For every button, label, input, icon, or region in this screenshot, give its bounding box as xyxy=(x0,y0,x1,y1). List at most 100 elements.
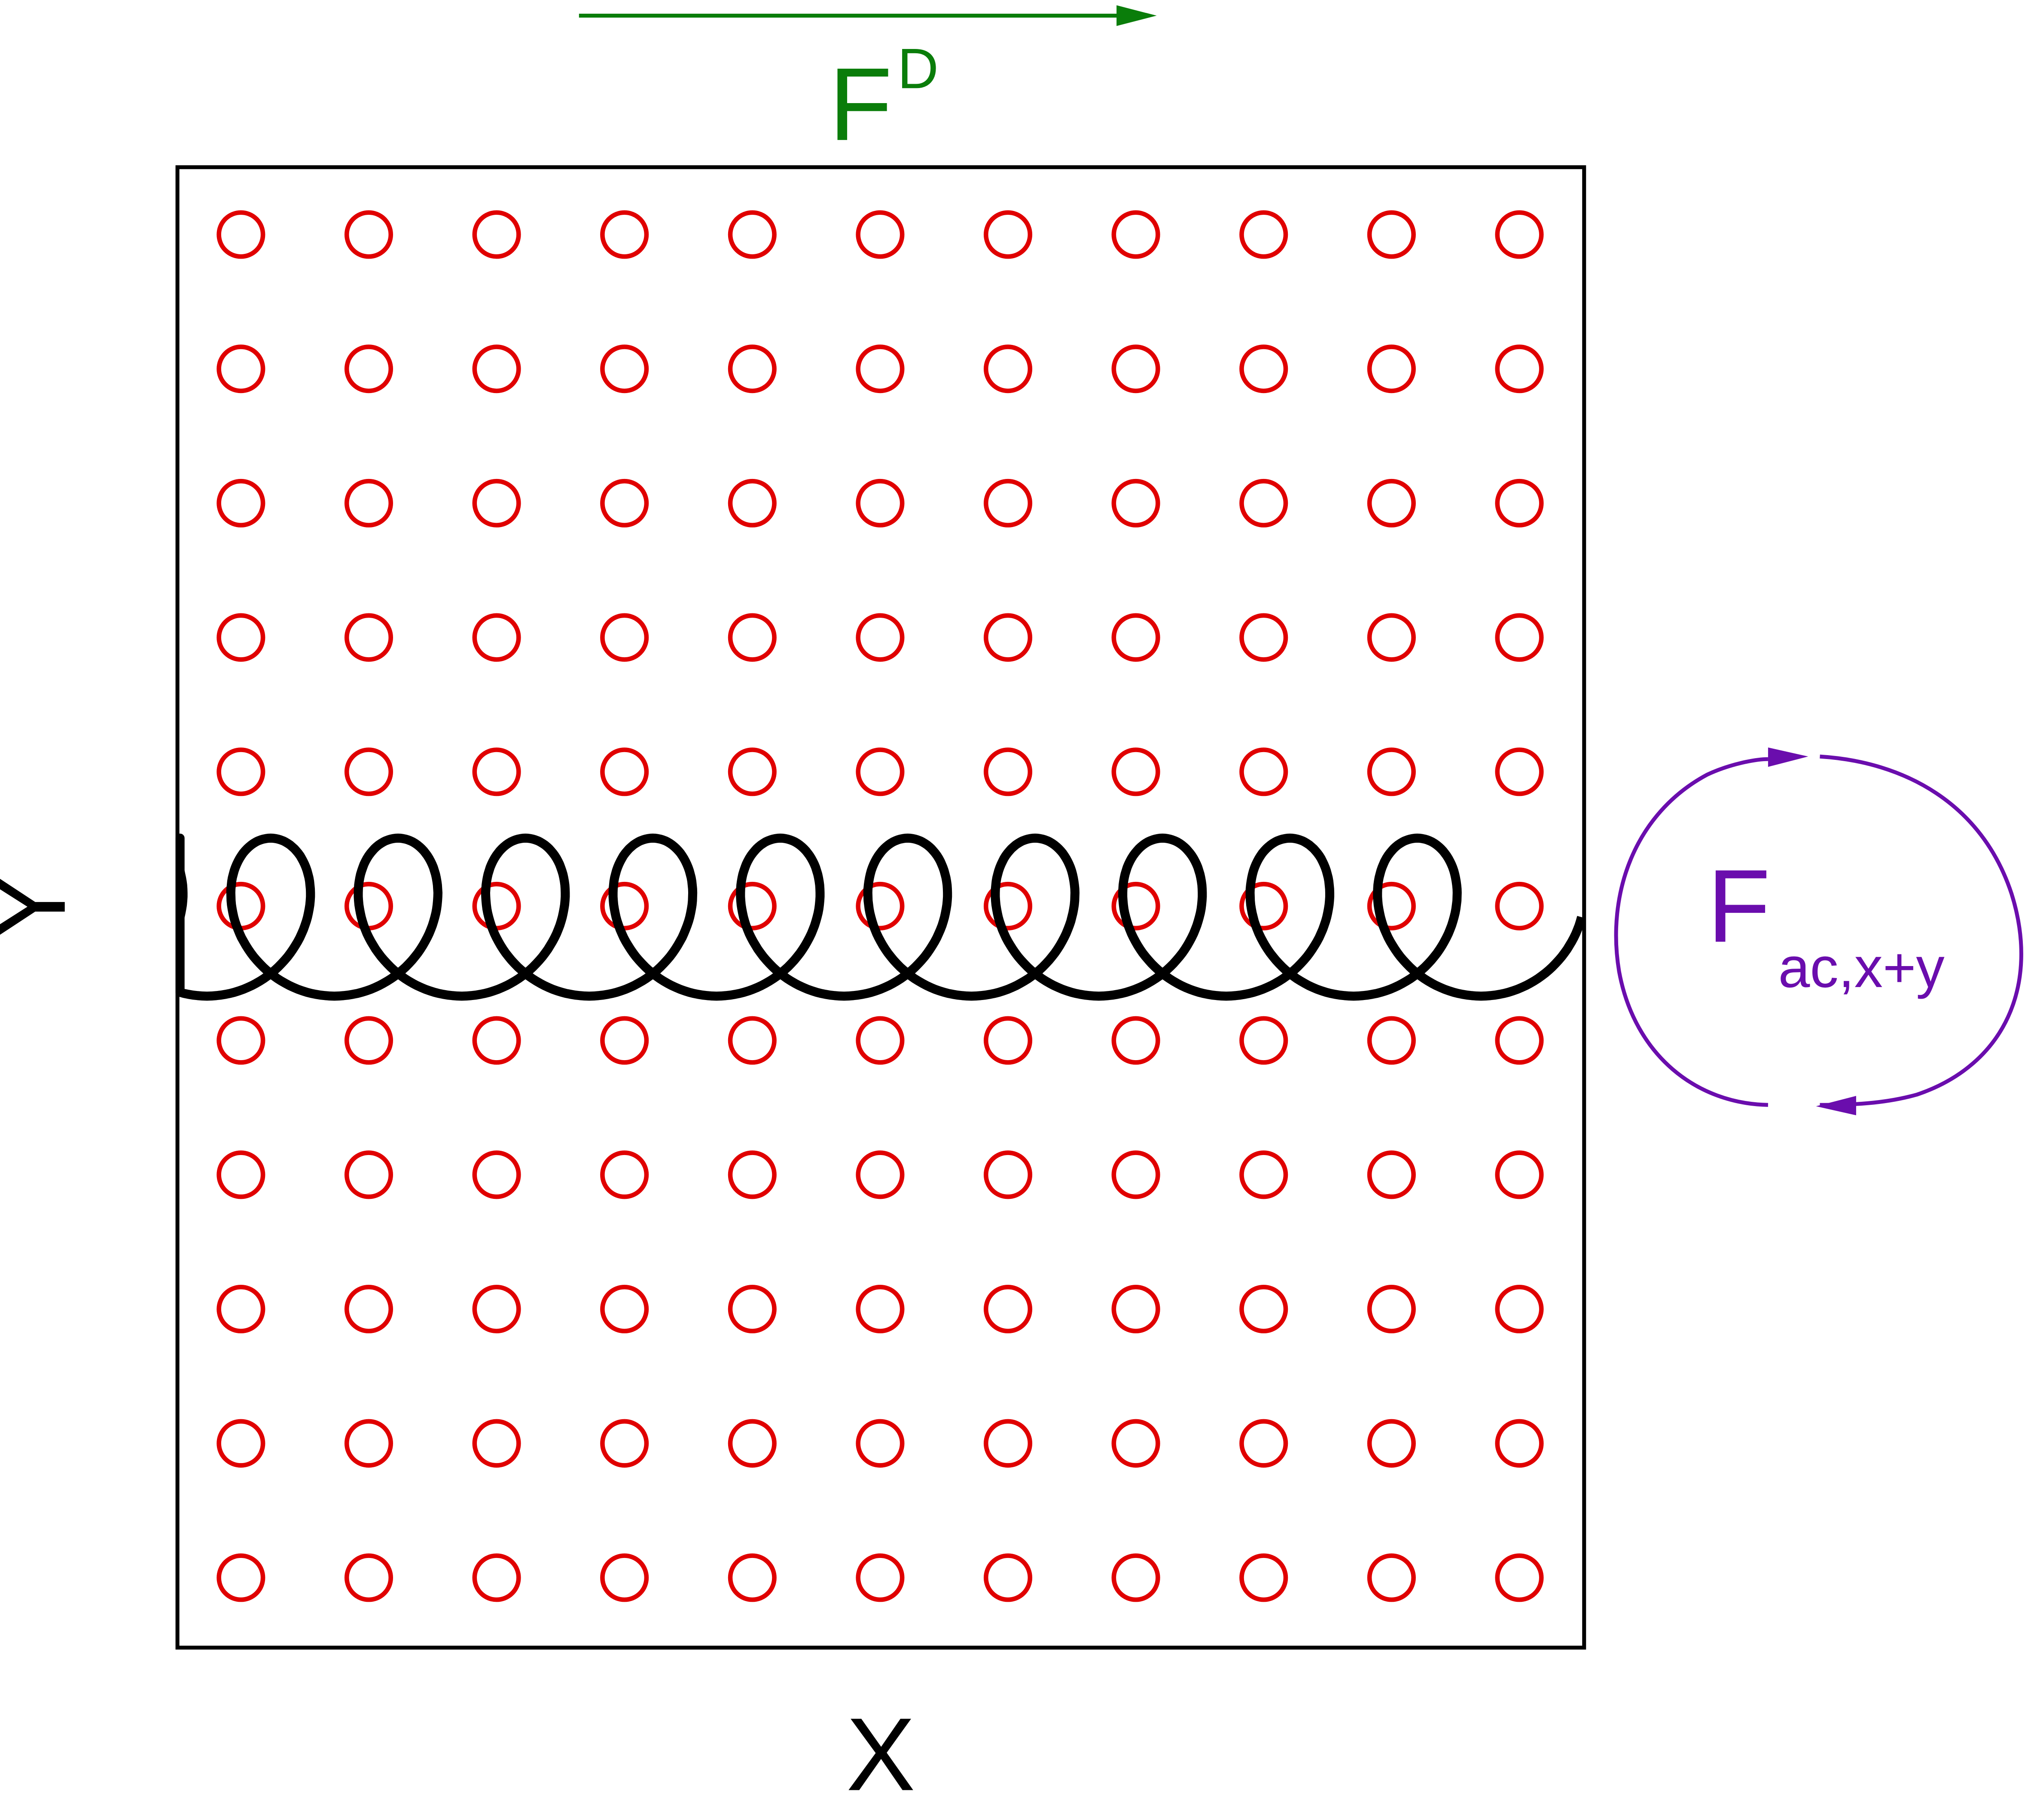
pinning-site xyxy=(472,479,521,527)
pinning-site xyxy=(1367,1284,1416,1334)
pinning-site xyxy=(344,1150,393,1199)
pinning-site xyxy=(856,1150,905,1199)
pinning-site xyxy=(1111,210,1160,259)
pinning-site xyxy=(344,747,393,796)
pinning-site xyxy=(344,1016,393,1065)
pinning-site xyxy=(1239,613,1288,662)
drive-force-symbol: F xyxy=(829,47,892,162)
pinning-site xyxy=(600,1016,649,1065)
pinning-site xyxy=(1111,344,1160,393)
pinning-site xyxy=(728,1284,777,1334)
pinning-site xyxy=(600,1553,649,1602)
pinning-site xyxy=(1367,1016,1416,1065)
pinning-site xyxy=(472,344,521,393)
pinning-site xyxy=(1495,881,1544,930)
pinning-site xyxy=(472,1016,521,1065)
pinning-site xyxy=(728,613,777,662)
pinning-site xyxy=(600,1419,649,1468)
pinning-site xyxy=(983,613,1033,662)
pinning-site xyxy=(856,344,905,393)
drive-force-superscript: D xyxy=(897,37,939,101)
pinning-site xyxy=(344,1284,393,1334)
pinning-site xyxy=(1239,210,1288,259)
pinning-site xyxy=(472,1419,521,1468)
ac-force-symbol: F xyxy=(1707,848,1770,964)
pinning-site xyxy=(1239,881,1288,930)
pinning-site xyxy=(217,613,265,662)
pinning-site xyxy=(856,613,905,662)
pinning-site xyxy=(600,1150,649,1199)
pinning-site xyxy=(472,1150,521,1199)
pinning-site xyxy=(856,479,905,527)
pinning-site xyxy=(983,210,1033,259)
pinning-site xyxy=(856,881,905,930)
pinning-site xyxy=(217,1553,265,1602)
pinning-site xyxy=(344,210,393,259)
pinning-site xyxy=(983,1150,1033,1199)
pinning-site xyxy=(728,1016,777,1065)
pinning-site xyxy=(1111,1284,1160,1334)
pinning-site xyxy=(1367,1150,1416,1199)
pinning-site xyxy=(1495,613,1544,662)
pinning-site xyxy=(600,1284,649,1334)
x-axis-label: X xyxy=(846,1697,915,1812)
pinning-site xyxy=(472,613,521,662)
pinning-site xyxy=(600,210,649,259)
pinning-site xyxy=(1495,1419,1544,1468)
pinning-site xyxy=(600,344,649,393)
pinning-site xyxy=(1239,1284,1288,1334)
pinning-site xyxy=(1495,1016,1544,1065)
pinning-site xyxy=(344,1553,393,1602)
pinning-site xyxy=(983,1419,1033,1468)
pinning-site xyxy=(856,747,905,796)
pinning-site xyxy=(728,747,777,796)
pinning-site xyxy=(344,344,393,393)
pinning-site xyxy=(344,613,393,662)
pinning-site xyxy=(856,1016,905,1065)
pinning-site xyxy=(600,613,649,662)
pinning-site xyxy=(217,747,265,796)
pinning-site xyxy=(472,210,521,259)
pinning-lattice xyxy=(217,210,1544,1602)
pinning-site xyxy=(1111,613,1160,662)
pinning-site xyxy=(1111,1150,1160,1199)
pinning-site xyxy=(600,881,649,930)
pinning-site xyxy=(856,210,905,259)
pinning-site xyxy=(1495,344,1544,393)
pinning-site xyxy=(983,1016,1033,1065)
pinning-site xyxy=(217,479,265,527)
pinning-site xyxy=(217,1284,265,1334)
pinning-site xyxy=(728,479,777,527)
pinning-site xyxy=(1111,881,1160,930)
pinning-site xyxy=(1495,1284,1544,1334)
pinning-site xyxy=(1239,1553,1288,1602)
pinning-site xyxy=(217,1016,265,1065)
pinning-site xyxy=(217,1419,265,1468)
pinning-site xyxy=(1495,747,1544,796)
pinning-site xyxy=(344,479,393,527)
y-axis-label: Y xyxy=(0,872,87,942)
pinning-site xyxy=(1239,1150,1288,1199)
pinning-site xyxy=(1239,1016,1288,1065)
pinning-site xyxy=(856,1284,905,1334)
pinning-site xyxy=(600,479,649,527)
pinning-site xyxy=(1239,747,1288,796)
pinning-site xyxy=(856,1553,905,1602)
pinning-site xyxy=(1239,344,1288,393)
pinning-site xyxy=(472,1553,521,1602)
pinning-site xyxy=(728,881,777,930)
pinning-site xyxy=(983,1284,1033,1334)
pinning-site xyxy=(344,1419,393,1468)
pinning-site xyxy=(344,881,393,930)
pinning-site xyxy=(1367,1419,1416,1468)
ac-force-subscript: ac,x+y xyxy=(1778,936,1945,1000)
pinning-site xyxy=(1239,1419,1288,1468)
pinning-site xyxy=(1111,1553,1160,1602)
pinning-site xyxy=(728,344,777,393)
pinning-site xyxy=(1367,210,1416,259)
pinning-site xyxy=(1495,1150,1544,1199)
pinning-site xyxy=(728,210,777,259)
pinning-site xyxy=(983,479,1033,527)
pinning-site xyxy=(1111,1016,1160,1065)
